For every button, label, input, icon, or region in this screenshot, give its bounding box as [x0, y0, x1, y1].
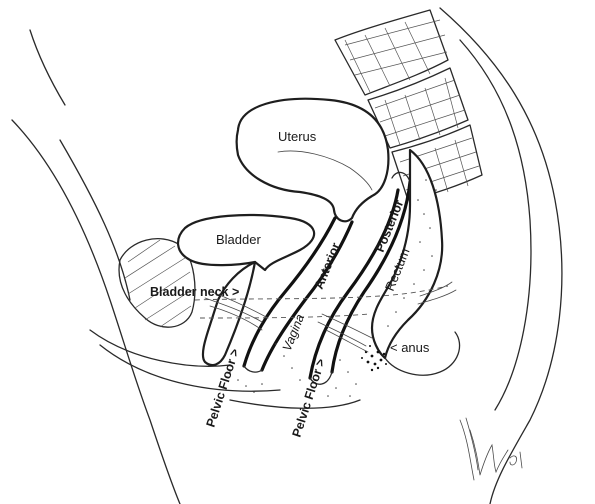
artist-signature — [460, 418, 522, 480]
uterus-shape — [237, 99, 389, 222]
label-anus: < anus — [390, 340, 430, 355]
label-bladder-neck: Bladder neck > — [150, 285, 239, 299]
label-uterus: Uterus — [278, 129, 317, 144]
label-bladder: Bladder — [216, 232, 261, 247]
label-pelvic-floor-back: Pelvic Floor > — [290, 357, 329, 439]
